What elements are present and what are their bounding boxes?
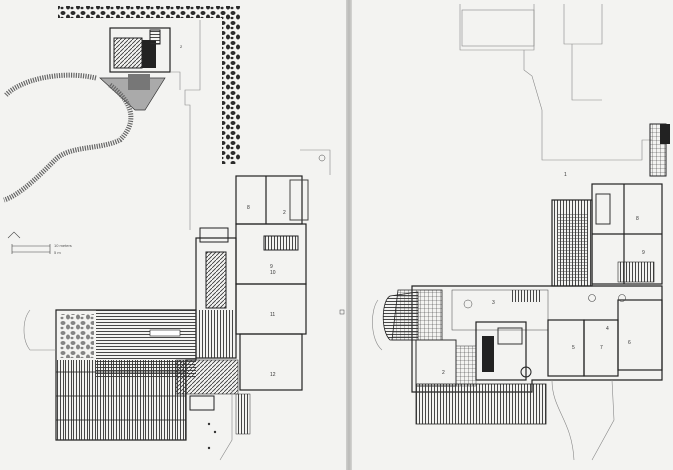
room-number: 6 — [628, 340, 631, 346]
sauna-building — [109, 27, 171, 73]
main-hall — [411, 285, 663, 393]
left-floor-plan: 2 — [0, 0, 346, 470]
room-number: 8 — [636, 216, 639, 222]
scale-label: 10 meters — [54, 243, 72, 248]
room-number: 5 — [572, 345, 575, 351]
room-number: 2 — [283, 210, 286, 216]
room-number: 12 — [270, 372, 276, 378]
stone-wall-right — [222, 6, 240, 164]
room-number: 9 — [270, 264, 273, 270]
room-number: 10 — [270, 270, 276, 276]
south-terrace — [415, 383, 547, 425]
svg-text:2: 2 — [180, 44, 183, 49]
right-plan-drawing — [372, 4, 670, 461]
right-floor-plan: 1 2 3 4 5 6 7 8 9 — [352, 0, 673, 470]
room-number: 3 — [492, 300, 495, 306]
room-number: 4 — [606, 326, 609, 332]
room-number: 1 — [564, 172, 567, 178]
room-number: 8 — [247, 205, 250, 211]
left-plan-drawing: 2 — [3, 6, 345, 461]
scale-label: 5 m — [54, 250, 61, 255]
room-number: 2 — [442, 370, 445, 376]
page-gutter — [346, 0, 352, 470]
room-number: 9 — [642, 250, 645, 256]
stone-wall-top — [58, 6, 230, 18]
bedroom-wing — [235, 175, 303, 225]
room-number: 11 — [270, 312, 276, 318]
room-number: 7 — [600, 345, 603, 351]
curved-path — [4, 72, 97, 97]
